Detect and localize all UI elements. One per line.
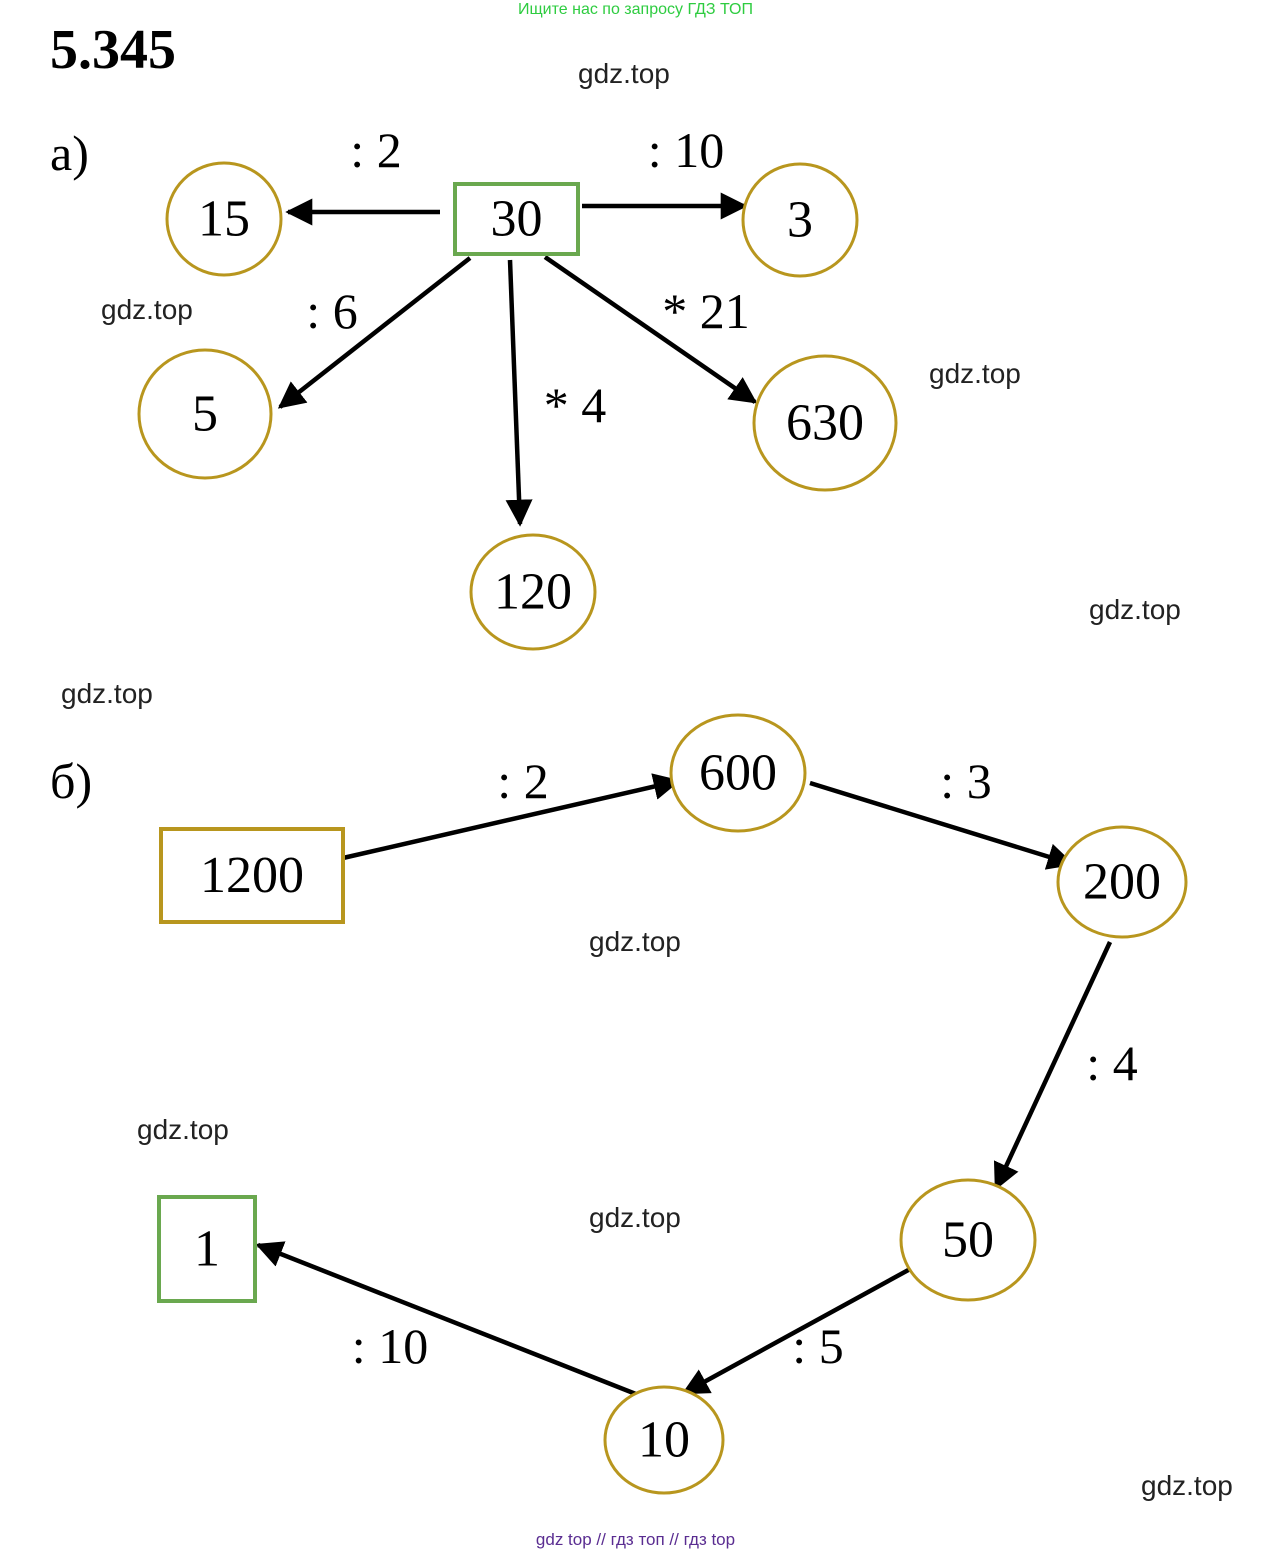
part-b-operation: : 5 — [792, 1318, 843, 1374]
part-a-result-circle — [741, 162, 859, 278]
watermark: gdz.top — [101, 294, 193, 325]
part-b-arrow — [681, 1266, 914, 1395]
part-b-node-circle — [899, 1178, 1037, 1302]
part-b-node-value: 50 — [942, 1212, 994, 1269]
part-a-operation: : 6 — [306, 283, 357, 339]
part-b-arrow — [809, 780, 1075, 870]
part-a-start-value: 30 — [491, 191, 543, 248]
part-b-node-value: 600 — [699, 745, 777, 802]
part-a-arrow — [505, 259, 533, 527]
part-b-arrow — [993, 941, 1113, 1191]
part-a-start-box — [453, 182, 580, 256]
part-a-result-circle — [137, 348, 273, 480]
part-b-node-circle — [669, 713, 807, 833]
watermark: gdz.top — [589, 1202, 681, 1233]
part-b-node-value: 1 — [194, 1221, 220, 1278]
part-b-arrow — [342, 773, 681, 861]
part-a-operation: * 21 — [662, 283, 750, 339]
watermark: gdz.top — [929, 358, 1021, 389]
part-a-result-circle — [165, 161, 283, 277]
part-a-result-value: 120 — [494, 564, 572, 621]
part-a-operation: * 4 — [544, 377, 607, 433]
part-b-node-circle — [603, 1385, 725, 1495]
part-a-result-value: 15 — [198, 191, 250, 248]
part-a-result-circle — [752, 354, 898, 492]
part-b-label: б) — [50, 753, 93, 809]
part-b-operation: : 4 — [1086, 1035, 1137, 1091]
part-b-node-box — [157, 1195, 257, 1303]
watermark: gdz.top — [61, 678, 153, 709]
part-a-result-value: 3 — [787, 192, 813, 249]
part-b-node-circle — [1056, 825, 1188, 939]
watermark: gdz.top — [1089, 594, 1181, 625]
footer-links[interactable]: gdz top // гдз топ // гдз top — [535, 1530, 736, 1549]
part-a-arrow — [543, 255, 758, 404]
part-b-operation: : 2 — [497, 753, 548, 809]
part-a-operation: : 10 — [648, 122, 724, 178]
part-b-node-value: 10 — [638, 1412, 690, 1469]
part-a-label: а) — [50, 125, 89, 181]
problem-number: 5.345 — [50, 19, 176, 81]
watermark: gdz.top — [578, 58, 670, 89]
part-a-result-circle — [469, 533, 597, 651]
watermark: gdz.top — [1141, 1470, 1233, 1501]
part-b-operation: : 10 — [352, 1318, 428, 1374]
part-b-arrow — [255, 1241, 647, 1401]
watermark: gdz.top — [589, 926, 681, 957]
part-b-node-box — [159, 827, 345, 924]
top-banner[interactable]: Ищите нас по запросу ГДЗ ТОП — [518, 1, 753, 18]
part-a-arrow — [277, 256, 472, 409]
part-a-operation: : 2 — [350, 122, 401, 178]
part-a-result-value: 5 — [192, 386, 218, 443]
part-b-node-value: 200 — [1083, 854, 1161, 911]
part-a-result-value: 630 — [786, 395, 864, 452]
watermark: gdz.top — [137, 1114, 229, 1145]
part-b-node-value: 1200 — [200, 847, 304, 904]
part-b-operation: : 3 — [940, 753, 991, 809]
